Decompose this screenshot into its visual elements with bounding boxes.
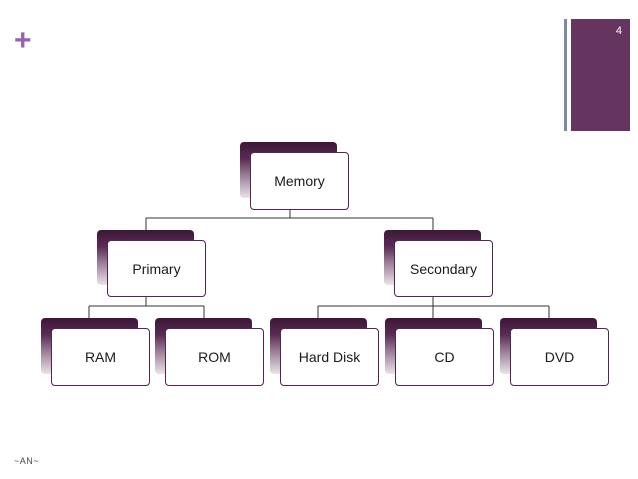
node-secondary-label: Secondary	[394, 240, 493, 297]
node-primary-label: Primary	[107, 240, 206, 297]
slide-number: 4	[615, 25, 622, 37]
node-rom: ROM	[155, 318, 264, 386]
node-secondary: Secondary	[384, 230, 493, 297]
node-cd: CD	[385, 318, 494, 386]
node-dvd-label: DVD	[510, 328, 609, 386]
node-memory-label: Memory	[250, 152, 349, 210]
footer-signature: ~AN~	[14, 456, 40, 466]
side-divider	[564, 19, 567, 131]
node-hard-disk-label: Hard Disk	[280, 328, 379, 386]
node-ram: RAM	[41, 318, 150, 386]
node-hard-disk: Hard Disk	[270, 318, 379, 386]
node-memory: Memory	[240, 142, 349, 210]
node-dvd: DVD	[500, 318, 609, 386]
node-primary: Primary	[97, 230, 206, 297]
node-rom-label: ROM	[165, 328, 264, 386]
node-cd-label: CD	[395, 328, 494, 386]
slide-number-bar: 4	[571, 19, 630, 131]
node-ram-label: RAM	[51, 328, 150, 386]
plus-icon: +	[14, 24, 32, 57]
